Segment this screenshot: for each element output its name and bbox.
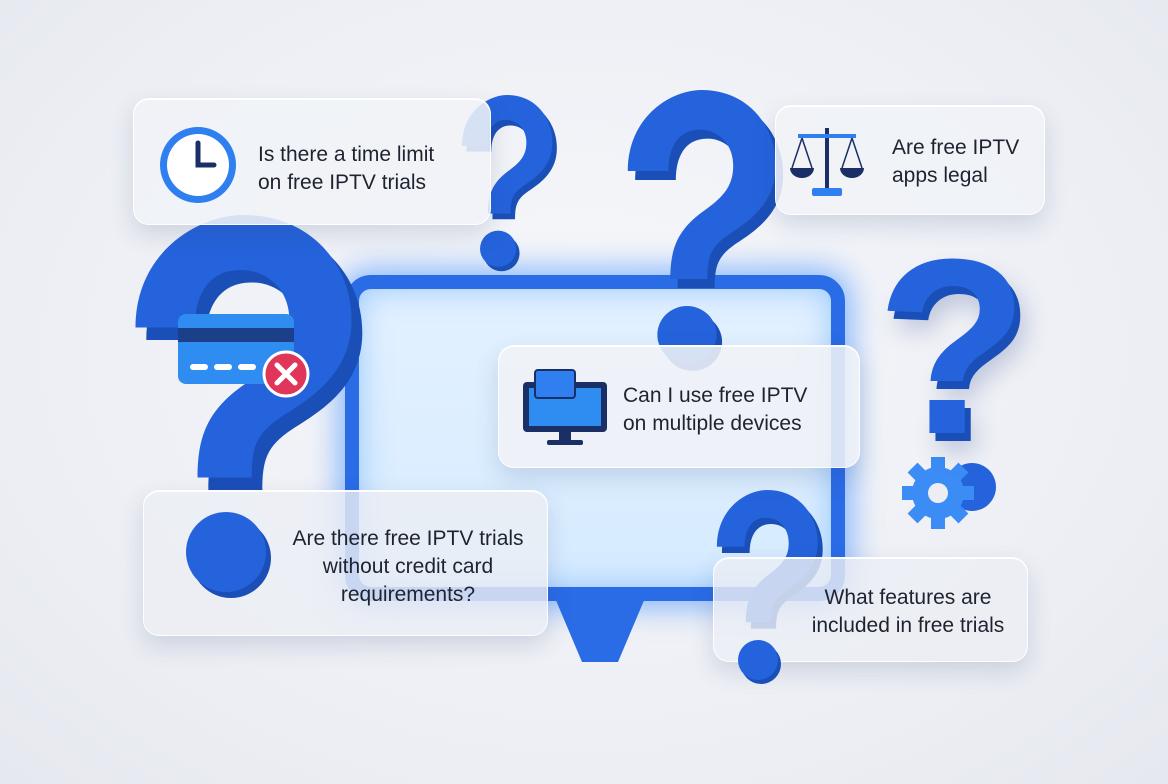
faq-card-time-limit[interactable]: Is there a time limit on free IPTV trial…	[133, 98, 491, 225]
card-text-line: requirements?	[340, 583, 476, 606]
card-text-line: apps legal	[892, 164, 988, 187]
card-text-line: on multiple devices	[623, 412, 802, 435]
card-text-line: Is there a time limit	[258, 143, 435, 166]
scales-icon	[790, 128, 864, 196]
card-text-line: on free IPTV trials	[258, 171, 427, 194]
clock-icon	[160, 127, 236, 203]
question-mark-center-icon	[627, 90, 784, 371]
question-mark-top-center-icon	[461, 95, 557, 272]
card-text-line: Are there free IPTV trials	[292, 527, 524, 550]
monitor-icon	[523, 369, 607, 445]
card-text-line: What features are	[824, 586, 992, 609]
faq-card-devices[interactable]: Can I use free IPTV on multiple devices	[498, 345, 860, 468]
faq-card-features[interactable]: What features are included in free trial…	[713, 557, 1028, 662]
gear-icon	[902, 457, 996, 529]
card-text-line: Can I use free IPTV	[623, 384, 808, 407]
faq-card-credit-card[interactable]: Are there free IPTV trials without credi…	[143, 490, 548, 636]
faq-card-legal[interactable]: Are free IPTV apps legal	[775, 105, 1045, 215]
question-mark-icon: ?	[876, 207, 1029, 486]
card-text-line: Are free IPTV	[892, 136, 1020, 159]
card-text-line: included in free trials	[811, 614, 1005, 637]
card-text-line: without credit card	[322, 555, 494, 578]
credit-card-icon	[178, 314, 310, 398]
